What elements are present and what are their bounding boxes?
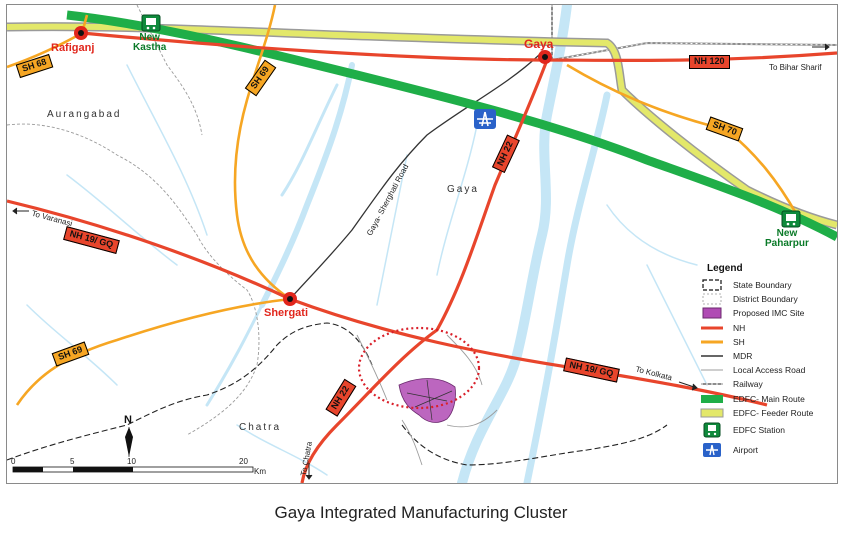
arrow-chatra: [305, 463, 313, 480]
legend-label: Proposed IMC Site: [733, 308, 805, 319]
region-label-gaya: Gaya: [447, 184, 479, 195]
river-main: [457, 5, 572, 483]
imc-site-area: [398, 378, 456, 423]
nh19-road: [7, 199, 768, 407]
map-frame[interactable]: Rafiganj New Kastha Gaya Shergati New Pa…: [6, 4, 838, 484]
sh69-south-road: [15, 297, 291, 406]
arrow-kolkata: [678, 381, 698, 391]
edfc-station-icons: [141, 14, 801, 228]
scale-bar: [12, 466, 254, 473]
district-boundary-north: [136, 5, 203, 136]
imc-site-symbol: [699, 307, 725, 319]
legend-item-local-road: Local Access Road: [699, 363, 837, 377]
railway: [551, 5, 837, 61]
town-marker-gaya: [538, 50, 552, 64]
legend-label: EDFC Station: [733, 424, 785, 435]
sh69-north-road: [233, 5, 291, 301]
legend-label: EDFC- Feeder Route: [733, 407, 814, 418]
town-marker-shergati: [283, 292, 297, 306]
arrow-bihar-sharif: [812, 43, 830, 51]
river-west: [259, 62, 355, 308]
local-access-roads: [356, 334, 498, 466]
edfc-station-icon-new-paharpur: [781, 210, 801, 228]
district-boundary-aurangabad: [7, 123, 260, 436]
nh-line-symbol: [699, 322, 725, 334]
direction-label-bihar-sharif: To Bihar Sharif: [769, 63, 822, 72]
town-marker-rafiganj: [74, 26, 88, 40]
edfc-main-symbol: [699, 393, 725, 405]
place-label-shergati: Shergati: [264, 307, 309, 319]
river-branch: [205, 83, 339, 407]
edfc-station-icon-new-kastha: [141, 14, 161, 32]
legend-item-imc-site: Proposed IMC Site: [699, 306, 837, 320]
river-thin-2: [376, 124, 478, 306]
figure-caption: Gaya Integrated Manufacturing Cluster: [274, 503, 568, 522]
river-east: [523, 91, 611, 483]
legend-label: Local Access Road: [733, 365, 806, 376]
legend-label: SH: [733, 336, 745, 347]
legend-title: Legend: [707, 263, 743, 274]
road-shield-nh120: NH 120: [689, 55, 730, 69]
legend-label: EDFC- Main Route: [733, 393, 805, 404]
legend-item-nh: NH: [699, 321, 837, 335]
place-label-new-paharpur: New Paharpur: [765, 228, 809, 249]
arrow-varanasi: [12, 207, 29, 215]
place-label-rafiganj: Rafiganj: [51, 42, 95, 54]
river-thin-4: [26, 304, 328, 476]
legend-item-mdr: MDR: [699, 349, 837, 363]
legend-item-state-boundary: State Boundary: [699, 278, 837, 292]
legend-label: Railway: [733, 379, 763, 390]
mdr-line-symbol: [699, 350, 725, 362]
scale-tick-0: 0: [11, 457, 16, 466]
legend-label: State Boundary: [733, 280, 792, 291]
scale-tick-5: 5: [70, 457, 75, 466]
edfc-station-icon: [699, 422, 725, 438]
north-arrow-icon: [125, 427, 133, 457]
sh-roads: [7, 5, 799, 406]
state-boundary-symbol: [699, 279, 725, 291]
legend-item-edfc-main: EDFC- Main Route: [699, 392, 837, 406]
legend-label: MDR: [733, 351, 753, 362]
sh-line-symbol: [699, 336, 725, 348]
airport-icon: [474, 109, 496, 129]
legend-label: NH: [733, 322, 746, 333]
legend-item-airport: Airport: [699, 440, 837, 460]
district-boundary-symbol: [699, 293, 725, 305]
region-label-chatra: Chatra: [239, 422, 282, 433]
scale-unit: Km: [254, 467, 266, 476]
legend-item-railway: Railway: [699, 377, 837, 391]
state-boundary-south: [7, 322, 373, 461]
edfc-feeder-route: [7, 22, 837, 230]
north-arrow-label: N: [124, 414, 132, 426]
river-thin-1: [66, 64, 208, 266]
place-label-gaya: Gaya: [524, 37, 554, 51]
district-boundaries: [7, 5, 260, 436]
legend-item-edfc-station: EDFC Station: [699, 420, 837, 440]
scale-tick-20: 20: [239, 457, 248, 466]
place-label-new-kastha: New Kastha: [133, 32, 167, 53]
state-boundaries: [7, 322, 668, 466]
river-thin-3: [606, 204, 708, 386]
region-label-aurangabad: Aurangabad: [47, 109, 122, 120]
airport-icon: [699, 442, 725, 458]
legend-item-district-boundary: District Boundary: [699, 292, 837, 306]
edfc-main-route: [66, 10, 837, 241]
legend-item-edfc-feeder: EDFC- Feeder Route: [699, 406, 837, 420]
local-road-symbol: [699, 364, 725, 376]
legend-label: District Boundary: [733, 294, 798, 305]
town-markers: [74, 26, 552, 306]
direction-arrows: [12, 43, 830, 480]
edfc-feeder-symbol: [699, 407, 725, 419]
legend: Legend State Boundary District Boundary …: [699, 263, 837, 460]
legend-label: Airport: [733, 444, 759, 455]
imc-site-inner-roads: [406, 379, 453, 421]
railway-symbol: [699, 378, 725, 390]
mdr-gaya-sherghati-road: [289, 54, 540, 300]
imc-site-highlight-circle: [357, 326, 481, 410]
imc-site-polygon: [398, 378, 456, 423]
legend-item-sh: SH: [699, 335, 837, 349]
scale-tick-10: 10: [127, 457, 136, 466]
